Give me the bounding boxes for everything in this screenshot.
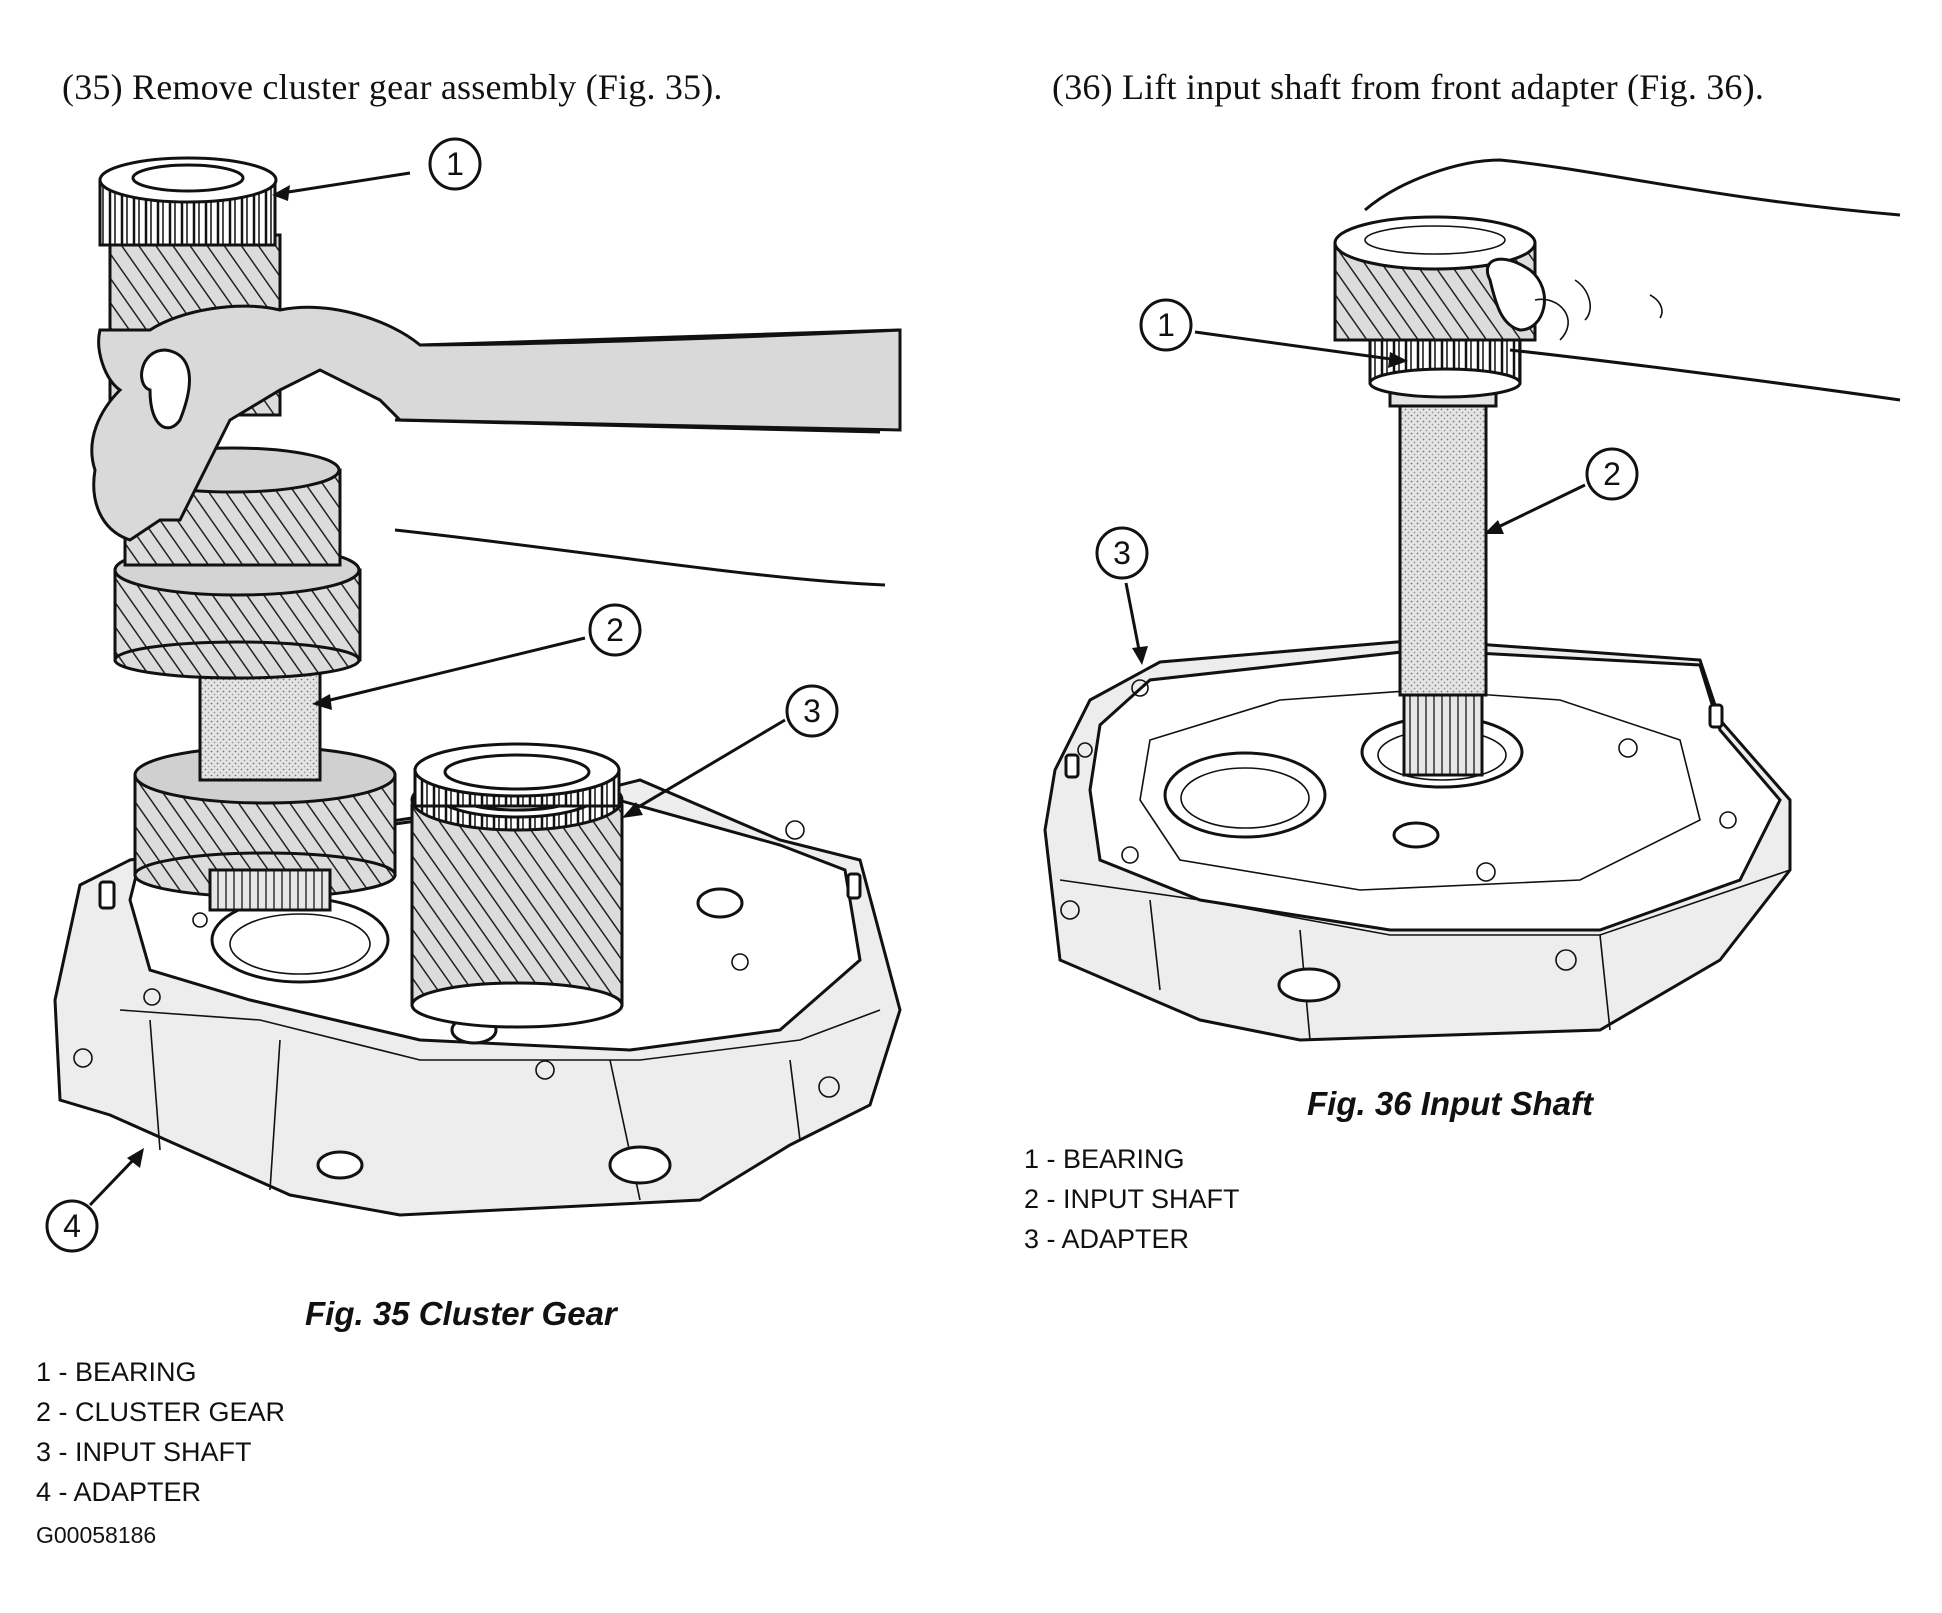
fig36-callout-2: [1585, 447, 1639, 501]
fig35-legend-item: 2 - CLUSTER GEAR: [36, 1397, 286, 1427]
fig35-legend-item: 4 - ADAPTER: [36, 1477, 202, 1507]
fig36-caption: Fig. 36 Input Shaft: [1307, 1085, 1593, 1122]
document-id: G00058186: [36, 1522, 157, 1548]
fig35-callout-1: [428, 137, 482, 191]
fig35-callout-2: [588, 603, 642, 657]
fig36-legend-item: 2 - INPUT SHAFT: [1024, 1184, 1240, 1214]
fig35-callout-1-label: 1: [446, 146, 464, 182]
fig35-callout-3-label: 3: [803, 693, 821, 729]
fig36-callout-1: [1139, 298, 1193, 352]
fig36-input-shaft: [1388, 376, 1498, 777]
fig36-drawing: 1 2 3: [1043, 158, 1901, 1042]
fig35-callouts: 1 2 3 4: [45, 137, 839, 1253]
fig36-hand: [1364, 158, 1901, 402]
fig36-callout-3-label: 3: [1113, 535, 1131, 571]
fig35-legend-item: 1 - BEARING: [36, 1357, 197, 1387]
fig35-caption: Fig. 35 Cluster Gear: [305, 1295, 617, 1332]
fig36-legend: 1 - BEARING 2 - INPUT SHAFT 3 - ADAPTER: [1024, 1139, 1240, 1259]
fig35-cluster-gear: [98, 156, 397, 912]
fig36-callout-3: [1095, 526, 1149, 580]
step-35-instruction: (35) Remove cluster gear assembly (Fig. …: [62, 67, 723, 107]
fig36-legend-item: 3 - ADAPTER: [1024, 1224, 1190, 1254]
fig35-callout-2-label: 2: [606, 612, 624, 648]
fig36-callout-1-label: 1: [1157, 307, 1175, 343]
fig36-callout-2-label: 2: [1603, 456, 1621, 492]
fig35-legend: 1 - BEARING 2 - CLUSTER GEAR 3 - INPUT S…: [36, 1352, 285, 1512]
fig36-callouts: 1 2 3: [1095, 298, 1639, 665]
fig35-hand: [90, 304, 902, 587]
fig36-adapter-housing: [1043, 638, 1792, 1042]
step-36-instruction: (36) Lift input shaft from front adapter…: [1052, 67, 1765, 107]
fig36-legend-item: 1 - BEARING: [1024, 1144, 1185, 1174]
fig35-legend-item: 3 - INPUT SHAFT: [36, 1437, 252, 1467]
fig35-callout-4-label: 4: [63, 1208, 81, 1244]
fig35-callout-3: [785, 684, 839, 738]
fig35-callout-4: [45, 1199, 99, 1253]
fig35-input-shaft-gear: [410, 742, 624, 1029]
fig35-drawing: 1 2 3 4: [45, 137, 902, 1253]
